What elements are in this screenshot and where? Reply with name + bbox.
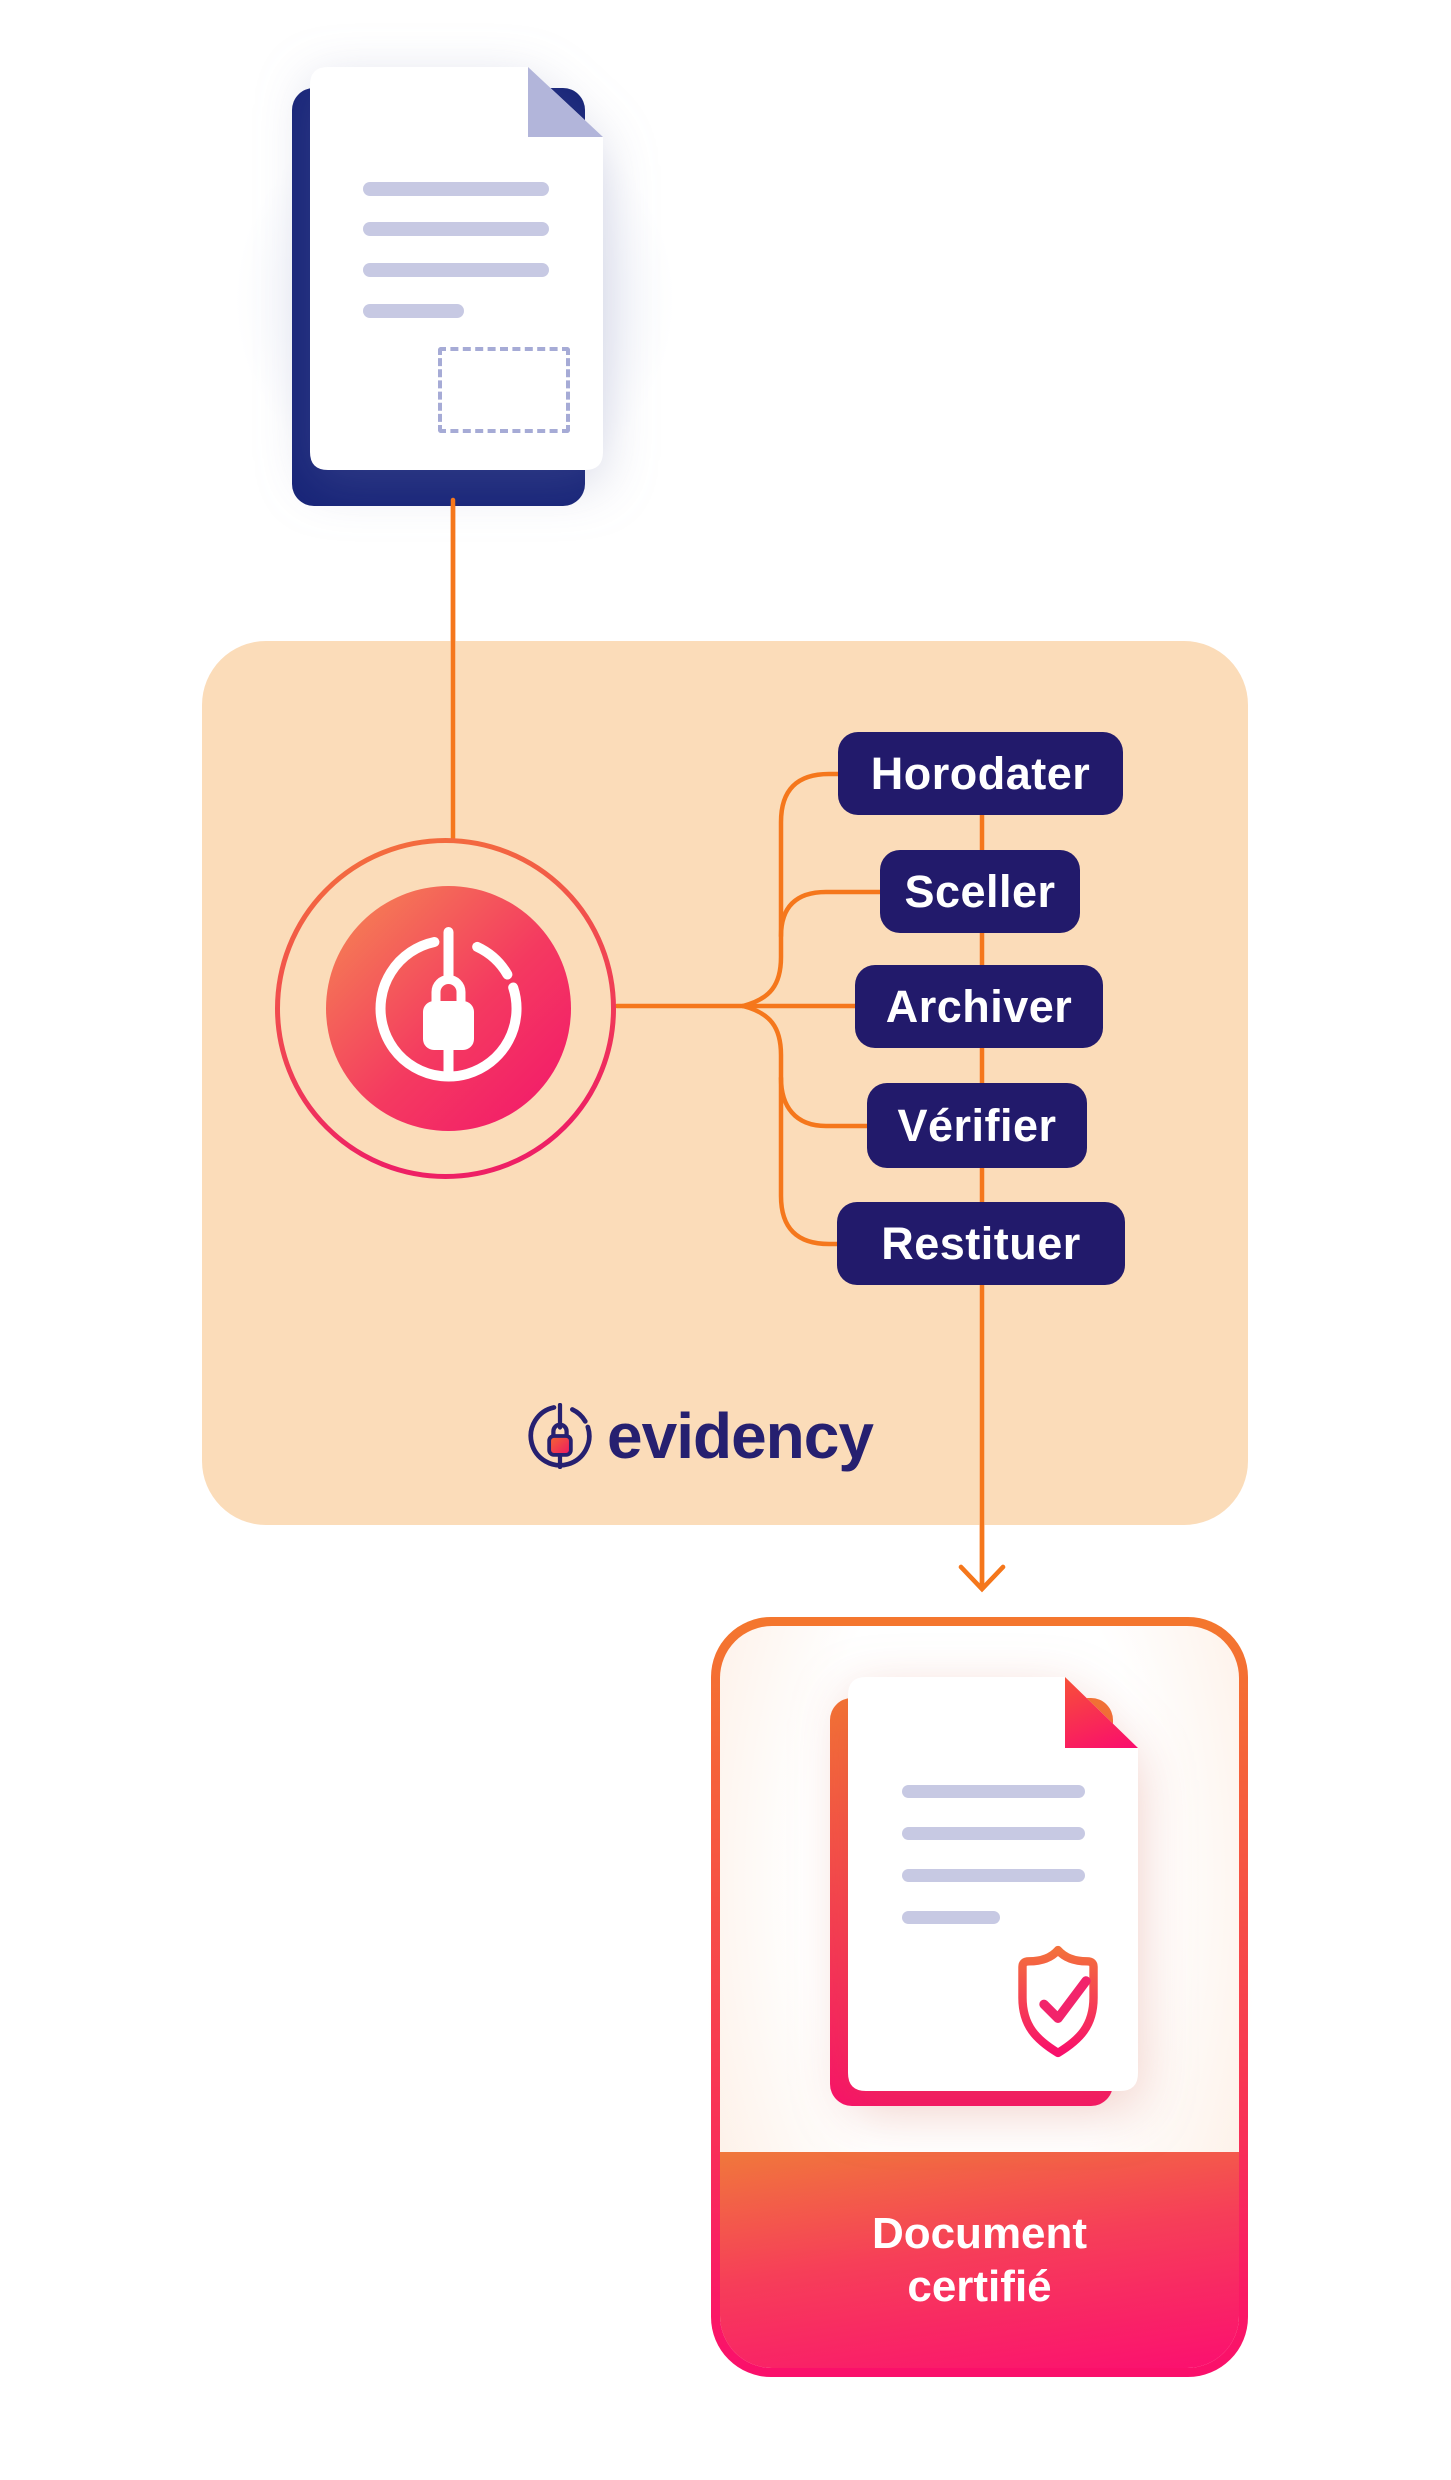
step-button-archiver: Archiver [855, 965, 1103, 1048]
step-button-verifier: Vérifier [867, 1083, 1087, 1168]
step-button-sceller: Sceller [880, 850, 1080, 933]
certified-label-line2: certifié [907, 2262, 1052, 2311]
certified-document-illustration [848, 1677, 1138, 2091]
step-button-restituer: Restituer [837, 1202, 1125, 1285]
source-document-illustration [310, 67, 603, 470]
document-text-line [363, 182, 549, 196]
document-text-line [363, 263, 549, 277]
page-fold-icon [1065, 1677, 1138, 1748]
shield-check-icon [1018, 1945, 1098, 2058]
signature-placeholder-box [438, 347, 570, 433]
document-text-line [902, 1869, 1085, 1882]
lock-circle-ring [275, 838, 616, 1179]
certified-label-line1: Document [871, 2209, 1088, 2258]
evidency-wordmark: evidency [607, 1400, 874, 1472]
document-text-line [363, 222, 549, 236]
evidency-logo: evidency [527, 1400, 874, 1472]
lock-icon [375, 927, 522, 1082]
step-button-horodater: Horodater [838, 732, 1123, 815]
document-text-line [902, 1785, 1085, 1798]
document-text-line [902, 1827, 1085, 1840]
document-text-line [902, 1911, 1000, 1924]
certified-document-label: Document certifié [720, 2152, 1239, 2368]
evidency-lock-logo-icon [528, 1403, 592, 1469]
document-text-line [363, 304, 464, 318]
